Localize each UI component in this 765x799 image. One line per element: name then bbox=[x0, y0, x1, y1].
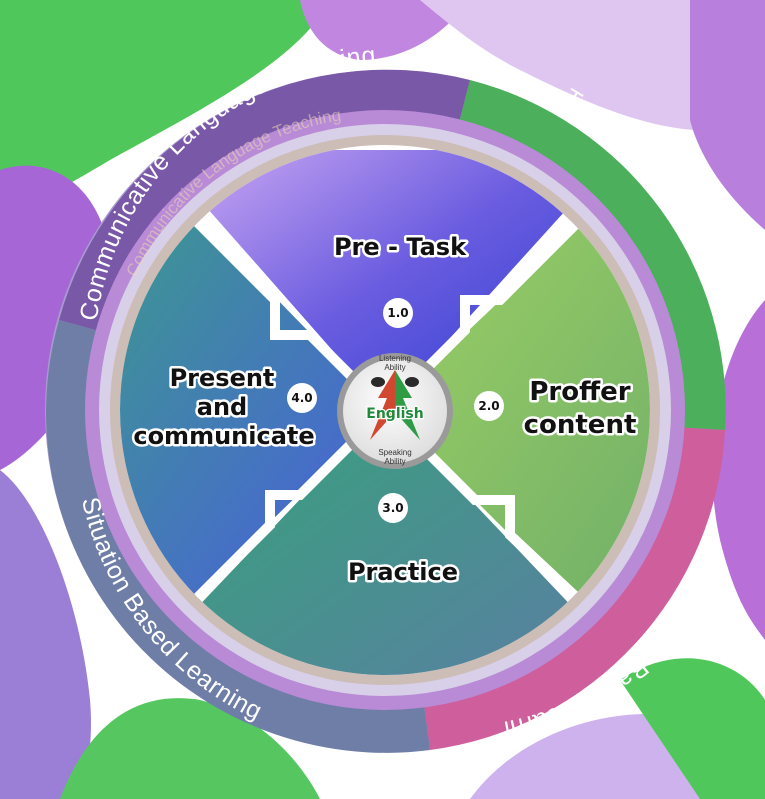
inner-quadrants bbox=[120, 145, 650, 675]
hub-arrow-right-icon bbox=[395, 370, 420, 440]
label-pre-task: Pre - Task bbox=[334, 233, 467, 261]
label-practice: Practice bbox=[348, 558, 458, 586]
number-badges: 1.0 2.0 3.0 4.0 bbox=[287, 298, 504, 523]
label-and: and bbox=[197, 393, 247, 421]
hub-mortarboard-right-icon bbox=[405, 377, 419, 387]
label-proffer: Proffer bbox=[529, 377, 630, 407]
badge-4 bbox=[287, 383, 317, 413]
svg-text:Speaking: Speaking bbox=[378, 448, 411, 457]
quadrant-present-communicate bbox=[120, 210, 385, 600]
svg-text:1.0: 1.0 bbox=[387, 306, 408, 320]
svg-text:2.0: 2.0 bbox=[478, 399, 499, 413]
label-communicate: communicate bbox=[133, 422, 314, 450]
label-present: Present bbox=[170, 364, 275, 392]
svg-text:3.0: 3.0 bbox=[382, 501, 403, 515]
svg-text:Ability: Ability bbox=[384, 363, 405, 372]
svg-text:Listening: Listening bbox=[379, 354, 411, 363]
label-content: content bbox=[524, 410, 637, 440]
badge-1 bbox=[383, 298, 413, 328]
hub-mortarboard-left-icon bbox=[371, 377, 385, 387]
hub-english-word: English bbox=[366, 406, 423, 422]
quadrant-pre-task bbox=[200, 150, 575, 410]
svg-text:4.0: 4.0 bbox=[291, 391, 312, 405]
center-hub: Listening Ability English Speaking Abili… bbox=[337, 353, 453, 469]
svg-text:Ability: Ability bbox=[384, 457, 405, 466]
quadrant-proffer-content bbox=[385, 215, 650, 620]
quadrant-labels: Pre - Task Proffer content Practice Pres… bbox=[131, 231, 639, 589]
hub-arrow-left-icon bbox=[370, 370, 395, 440]
badge-3 bbox=[378, 493, 408, 523]
badge-2 bbox=[474, 391, 504, 421]
quadrant-practice bbox=[190, 410, 580, 675]
